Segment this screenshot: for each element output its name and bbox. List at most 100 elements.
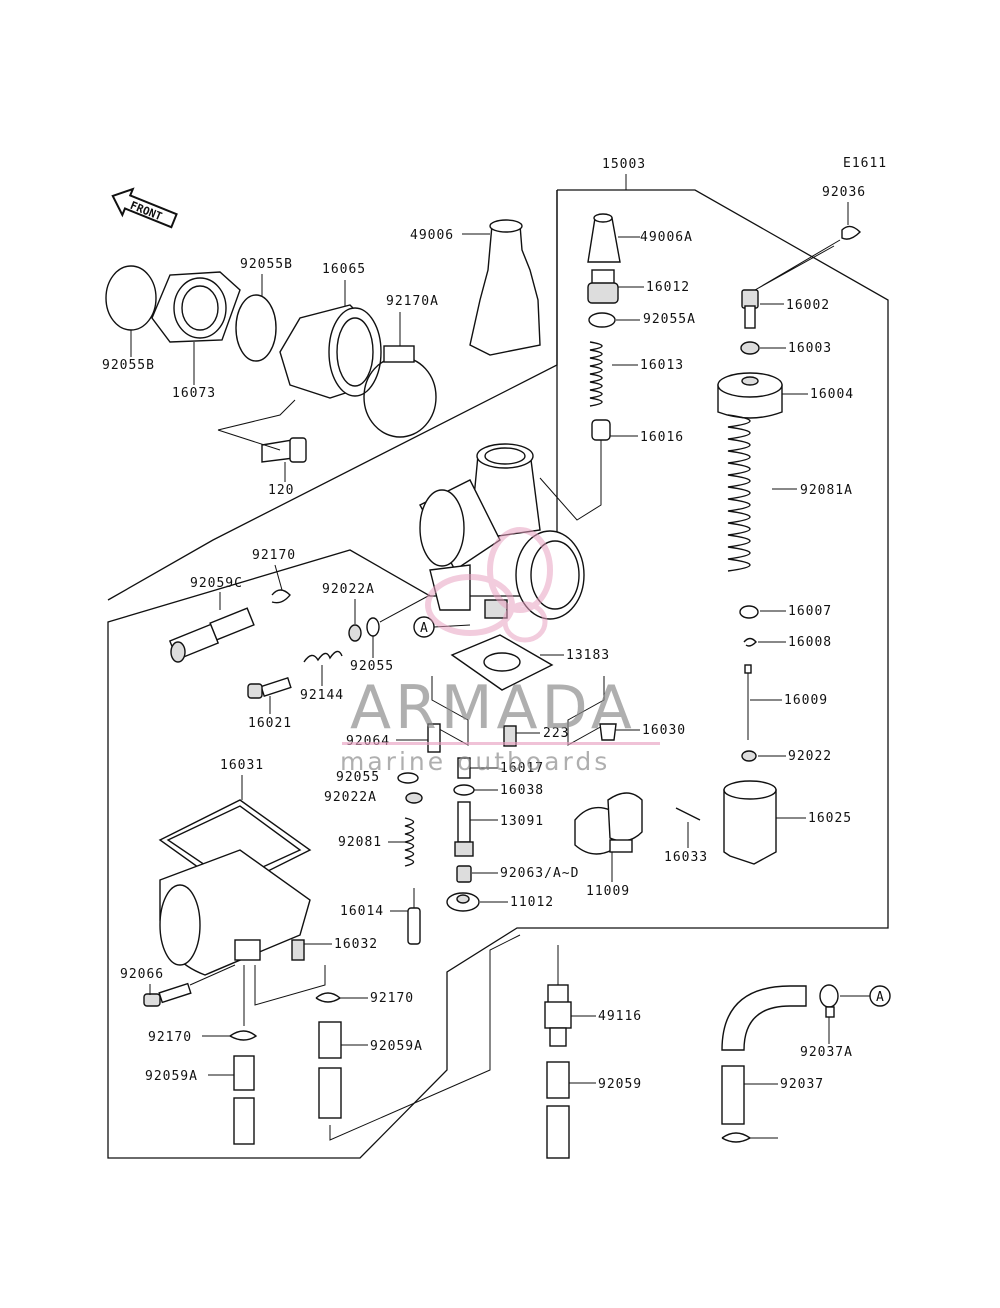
label-92066: 92066 <box>120 967 164 982</box>
clip-92036 <box>841 225 861 240</box>
label-92170-c: 92170 <box>148 1030 192 1045</box>
label-16065: 16065 <box>322 262 366 277</box>
label-92059B: 92037 <box>780 1077 824 1092</box>
label-16009: 16009 <box>784 693 828 708</box>
label-16004: 16004 <box>810 387 854 402</box>
label-92059: 92059 <box>598 1077 642 1092</box>
tube-92059A-b <box>318 1021 342 1119</box>
tube-92059 <box>546 1061 570 1159</box>
label-16012: 16012 <box>646 280 690 295</box>
fitting-49116 <box>544 945 572 1047</box>
label-92022A: 92022A <box>322 582 375 597</box>
nut-92022A-b <box>405 792 423 804</box>
pin-16032 <box>675 807 701 821</box>
label-92022A-b: 92022A <box>324 790 377 805</box>
front-arrow-icon: FRONT <box>111 187 178 229</box>
watermark-tagline: marine outboards <box>340 747 610 776</box>
clip-16008 <box>743 637 757 647</box>
label-16073: 16073 <box>172 386 216 401</box>
plunger-16016 <box>591 419 611 455</box>
clip-92037A <box>819 984 839 1018</box>
watermark-logo-icon <box>425 527 553 643</box>
label-92055-a: 92055 <box>350 659 394 674</box>
label-16013: 16013 <box>640 358 684 373</box>
spring-92081A <box>727 414 751 572</box>
label-92063: 92063/A~D <box>500 866 579 881</box>
clamp-92170A <box>363 345 437 438</box>
label-92055B-top: 92055B <box>240 257 293 272</box>
label-16021: 16021 <box>248 716 292 731</box>
clip-92170-a <box>271 589 291 604</box>
label-16008: 16008 <box>788 635 832 650</box>
ref-a-label-2: A <box>876 990 885 1005</box>
label-92170A: 92170A <box>386 294 439 309</box>
oring-92055-b <box>397 772 419 784</box>
clip-92170-b <box>315 992 342 1003</box>
oring-92055-a <box>366 617 380 637</box>
oring-92055A <box>588 312 616 328</box>
label-92022: 92022 <box>788 749 832 764</box>
washer-16007 <box>739 605 759 619</box>
label-16003: 16003 <box>788 341 832 356</box>
carburetor-body <box>419 443 585 620</box>
plug-11012 <box>446 892 480 912</box>
label-92059C: 92059C <box>190 576 243 591</box>
label-16002: 16002 <box>786 298 830 313</box>
needle-16014 <box>407 888 421 945</box>
jet-92063 <box>456 865 472 883</box>
float-bowl-11009 <box>158 799 312 976</box>
label-92037A: 92037A <box>800 1045 853 1060</box>
assembly-frame-inner <box>107 190 558 601</box>
float-16031 <box>574 792 643 855</box>
label-223: 223 <box>543 726 569 741</box>
label-16014: 16014 <box>340 904 384 919</box>
label-16007: 16007 <box>788 604 832 619</box>
label-92059A-b: 92059A <box>370 1039 423 1054</box>
label-16017: 16017 <box>500 761 544 776</box>
label-16016: 16016 <box>640 430 684 445</box>
label-16030: 16030 <box>642 723 686 738</box>
cap-49006A <box>587 213 621 263</box>
cap-16012 <box>587 269 619 304</box>
screw-16033 <box>291 939 305 961</box>
label-92055-b: 92055 <box>336 770 380 785</box>
label-92064: 92064 <box>346 734 390 749</box>
tube-92059A-a <box>233 1055 255 1145</box>
spring-92081 <box>404 817 415 867</box>
label-49006: 49006 <box>410 228 454 243</box>
label-16031: 11009 <box>586 884 630 899</box>
emulsion-tube-13091 <box>454 801 474 857</box>
label-49006A: 49006A <box>640 230 693 245</box>
label-49116: 49116 <box>598 1009 642 1024</box>
label-11009: 16031 <box>220 758 264 773</box>
tube-92059C <box>168 607 255 663</box>
label-92081A: 92081A <box>800 483 853 498</box>
label-16033: 16032 <box>334 937 378 952</box>
label-13091: 13091 <box>500 814 544 829</box>
oring-16038 <box>453 784 475 796</box>
oring-92055B-top <box>235 294 277 362</box>
nut-92022 <box>741 750 757 762</box>
diagram-code: E1611 <box>843 156 887 171</box>
watermark: ARMADA marine outboards <box>340 527 660 776</box>
label-13183: 13183 <box>566 648 610 663</box>
needle-16009 <box>744 664 752 740</box>
label-92170-a: 92170 <box>252 548 296 563</box>
label-16032: 16033 <box>664 850 708 865</box>
label-11012: 11012 <box>510 895 554 910</box>
clip-92170-c <box>229 1030 258 1041</box>
throttle-valve-16025 <box>723 780 777 865</box>
screw-16002 <box>741 289 759 329</box>
label-92170-b: 92170 <box>370 991 414 1006</box>
label-92055B-left: 92055B <box>102 358 155 373</box>
screw-92066 <box>143 982 192 1007</box>
label-16025: 16025 <box>808 811 852 826</box>
screw-120 <box>261 437 307 463</box>
spring-16013 <box>589 341 603 407</box>
elbow-tube-92059B <box>721 985 807 1125</box>
watermark-accent-bar <box>342 742 660 745</box>
intake-16065 <box>279 304 382 399</box>
label-92144: 92144 <box>300 688 344 703</box>
label-92059A-a: 92059A <box>145 1069 198 1084</box>
